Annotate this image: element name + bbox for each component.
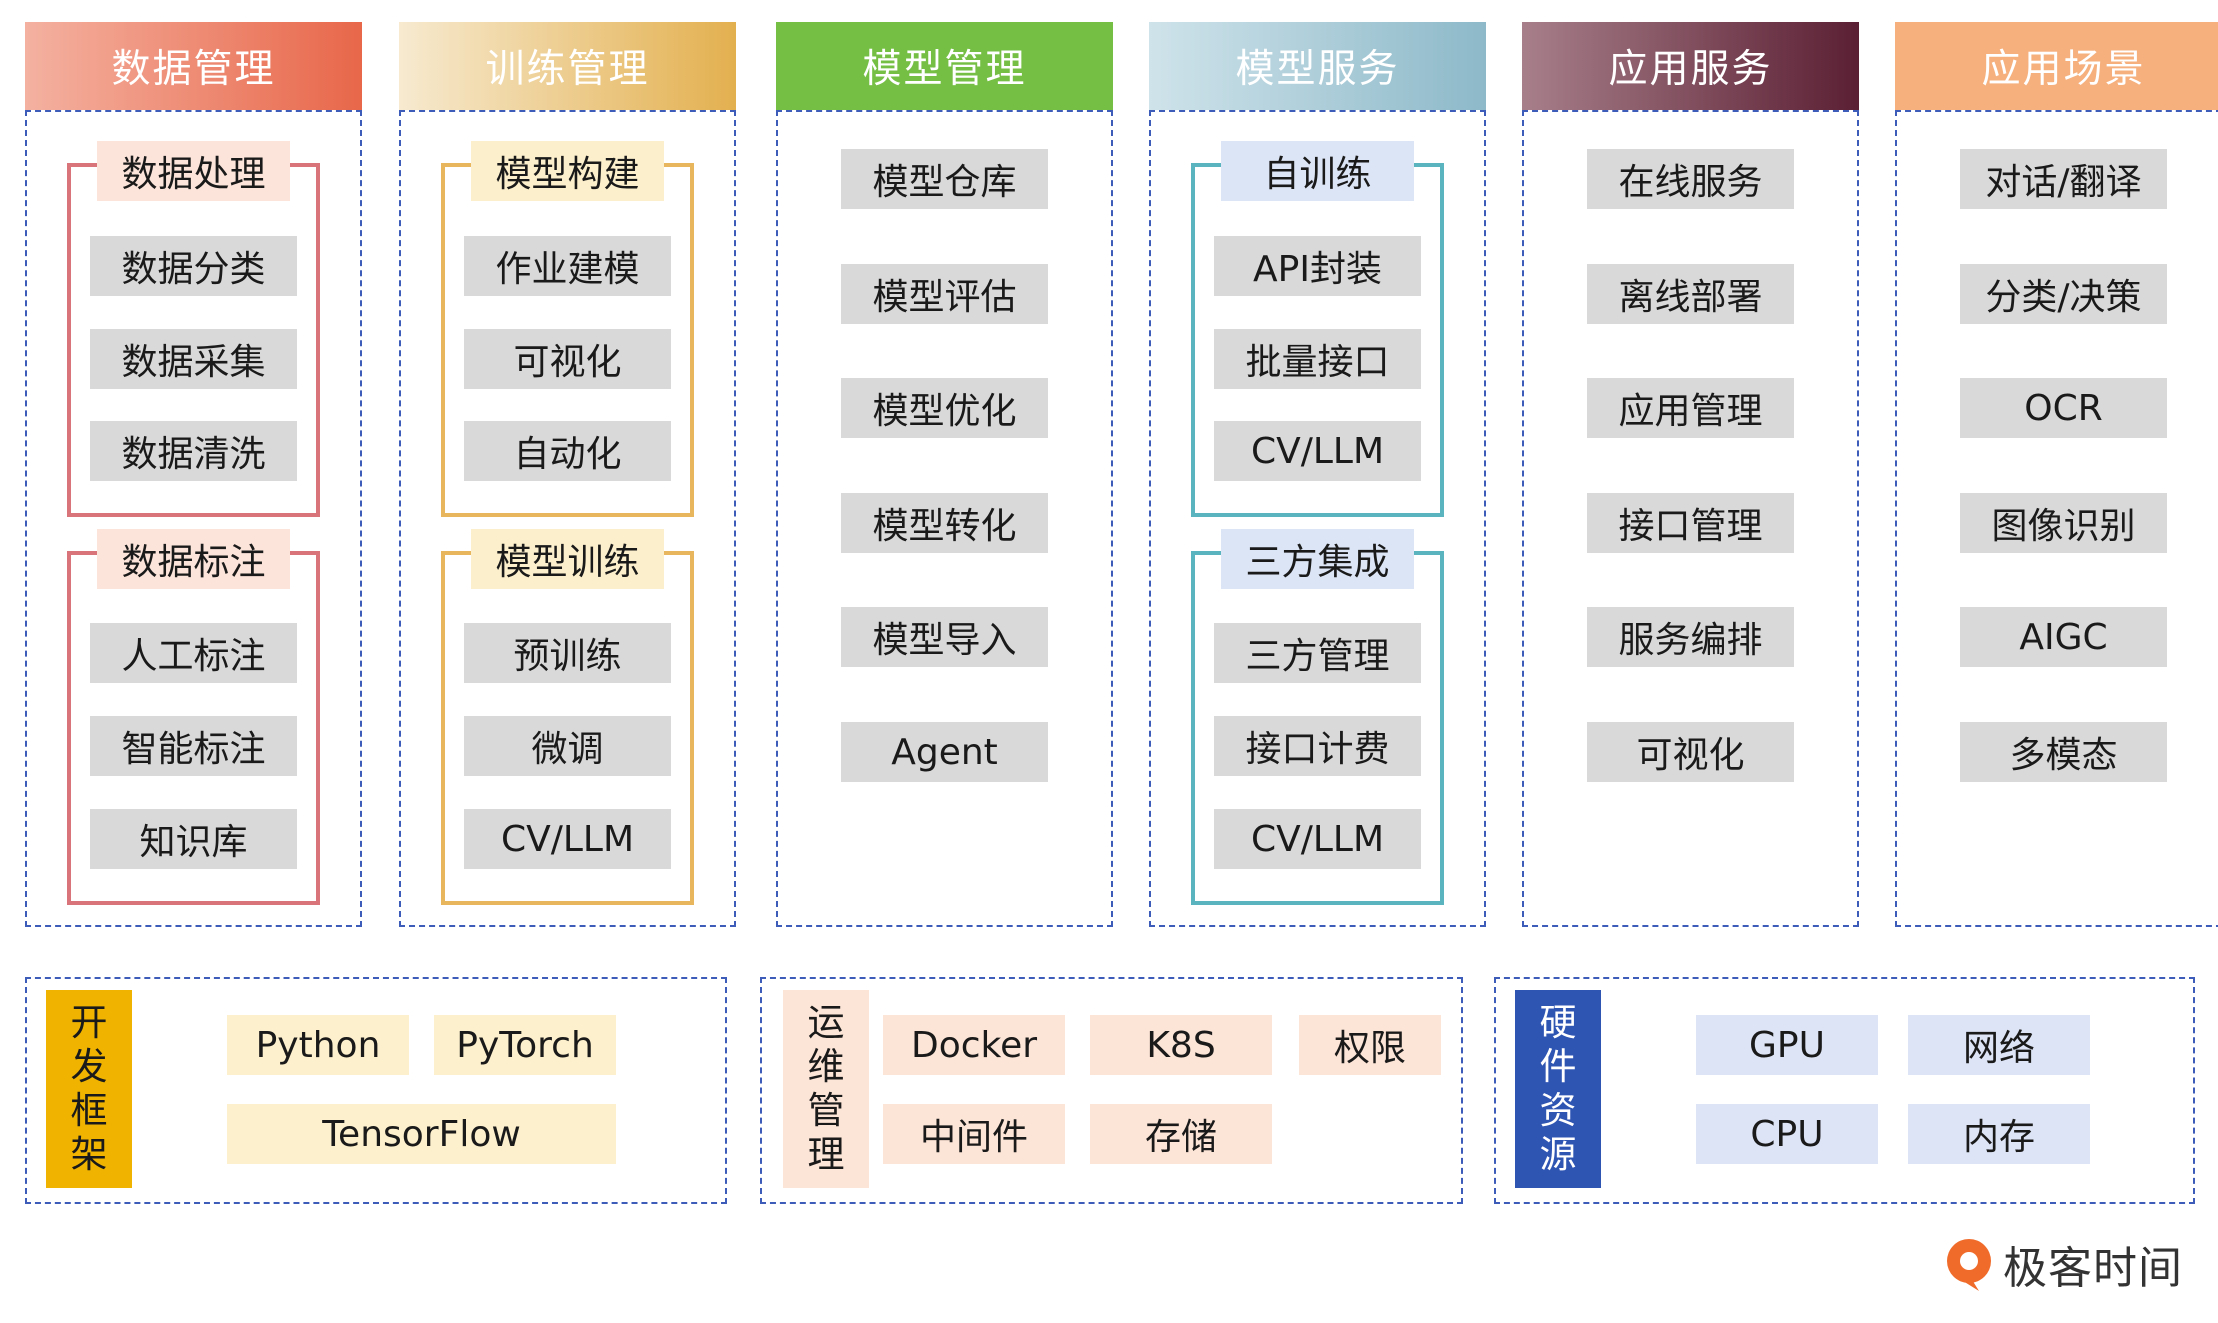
column-panel <box>1522 110 1859 927</box>
group-title: 数据标注 <box>97 529 290 589</box>
feature-box: 数据采集 <box>90 329 297 389</box>
chip: 网络 <box>1908 1015 2090 1075</box>
vertical-label: 运维管理 <box>783 990 869 1188</box>
feature-box: 接口计费 <box>1214 716 1421 776</box>
feature-box: 可视化 <box>1587 722 1794 782</box>
label-char: 发 <box>70 1045 108 1088</box>
feature-box: 自动化 <box>464 421 671 481</box>
feature-box: 三方管理 <box>1214 623 1421 683</box>
chip: Python <box>227 1015 409 1075</box>
feature-box: CV/LLM <box>1214 809 1421 869</box>
chip: K8S <box>1090 1015 1272 1075</box>
group-title: 模型训练 <box>471 529 664 589</box>
feature-box: 接口管理 <box>1587 493 1794 553</box>
brand-name: 极客时间 <box>2003 1243 2183 1294</box>
label-char: 运 <box>807 1001 845 1044</box>
group-title: 三方集成 <box>1221 529 1414 589</box>
column-header: 模型管理 <box>776 22 1113 110</box>
feature-box: 可视化 <box>464 329 671 389</box>
label-char: 维 <box>807 1045 845 1088</box>
chip: Docker <box>883 1015 1065 1075</box>
feature-box: 模型评估 <box>841 264 1048 324</box>
column-header: 应用场景 <box>1895 22 2218 110</box>
column-panel <box>776 110 1113 927</box>
brand-logo: 极客时间 <box>1943 1232 2183 1296</box>
column-panel <box>1895 110 2218 927</box>
bottom-panel <box>25 977 727 1204</box>
label-char: 架 <box>70 1133 108 1176</box>
group-title: 模型构建 <box>471 141 664 201</box>
feature-box: API封装 <box>1214 236 1421 296</box>
label-char: 源 <box>1539 1133 1577 1176</box>
group-title: 数据处理 <box>97 141 290 201</box>
column-panel <box>399 110 736 927</box>
feature-box: 多模态 <box>1960 722 2167 782</box>
feature-box: 批量接口 <box>1214 329 1421 389</box>
feature-box: CV/LLM <box>1214 421 1421 481</box>
chip: CPU <box>1696 1104 1878 1164</box>
feature-box: 数据分类 <box>90 236 297 296</box>
vertical-label: 开发框架 <box>46 990 132 1188</box>
chip: TensorFlow <box>227 1104 616 1164</box>
feature-box: AIGC <box>1960 607 2167 667</box>
group-title: 自训练 <box>1221 141 1414 201</box>
feature-box: 预训练 <box>464 623 671 683</box>
label-char: 理 <box>807 1133 845 1176</box>
feature-box: 智能标注 <box>90 716 297 776</box>
column-panel <box>25 110 362 927</box>
feature-box: 应用管理 <box>1587 378 1794 438</box>
feature-box: 图像识别 <box>1960 493 2167 553</box>
feature-box: 人工标注 <box>90 623 297 683</box>
column-header: 模型服务 <box>1149 22 1486 110</box>
feature-box: CV/LLM <box>464 809 671 869</box>
feature-box: OCR <box>1960 378 2167 438</box>
feature-box: 微调 <box>464 716 671 776</box>
feature-box: 知识库 <box>90 809 297 869</box>
bottom-panel <box>760 977 1463 1204</box>
feature-box: 模型优化 <box>841 378 1048 438</box>
label-char: 硬 <box>1539 1001 1577 1044</box>
feature-box: 对话/翻译 <box>1960 149 2167 209</box>
column-header: 训练管理 <box>399 22 736 110</box>
label-char: 管 <box>807 1089 845 1132</box>
label-char: 件 <box>1539 1045 1577 1088</box>
chip: 存储 <box>1090 1104 1272 1164</box>
column-header: 数据管理 <box>25 22 362 110</box>
feature-box: 模型转化 <box>841 493 1048 553</box>
feature-box: 离线部署 <box>1587 264 1794 324</box>
geektime-logo-icon <box>1947 1239 1991 1291</box>
feature-box: 作业建模 <box>464 236 671 296</box>
chip: 内存 <box>1908 1104 2090 1164</box>
label-char: 框 <box>70 1089 108 1132</box>
chip: PyTorch <box>434 1015 616 1075</box>
label-char: 开 <box>70 1001 108 1044</box>
feature-box: 模型导入 <box>841 607 1048 667</box>
bottom-panel <box>1494 977 2195 1204</box>
feature-box: 模型仓库 <box>841 149 1048 209</box>
feature-box: Agent <box>841 722 1048 782</box>
column-panel <box>1149 110 1486 927</box>
vertical-label: 硬件资源 <box>1515 990 1601 1188</box>
feature-box: 服务编排 <box>1587 607 1794 667</box>
feature-box: 数据清洗 <box>90 421 297 481</box>
chip: 权限 <box>1299 1015 1441 1075</box>
feature-box: 在线服务 <box>1587 149 1794 209</box>
feature-box: 分类/决策 <box>1960 264 2167 324</box>
chip: GPU <box>1696 1015 1878 1075</box>
label-char: 资 <box>1539 1089 1577 1132</box>
column-header: 应用服务 <box>1522 22 1859 110</box>
chip: 中间件 <box>883 1104 1065 1164</box>
